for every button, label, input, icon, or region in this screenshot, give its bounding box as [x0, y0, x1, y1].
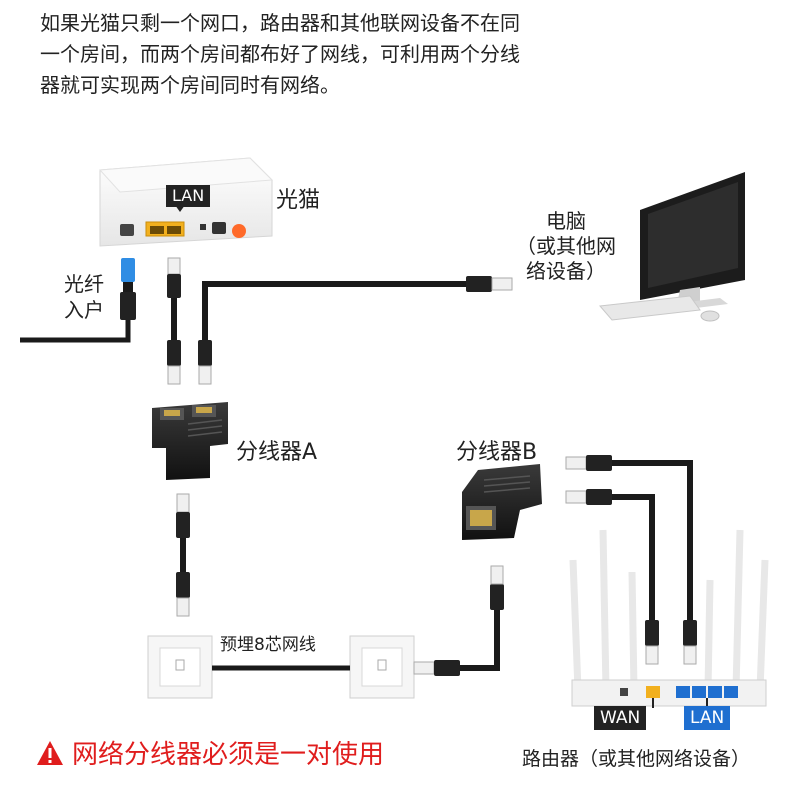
- warning-banner: 网络分线器必须是一对使用: [36, 734, 384, 771]
- splitter-b-label: 分线器B: [456, 440, 538, 465]
- computer-label-line-1: 电脑: [546, 209, 586, 233]
- splitter-a-label: 分线器A: [236, 440, 318, 465]
- intro-line-3: 器就可实现两个房间同时有网络。: [40, 73, 340, 97]
- fiber-label-line-1: 光纤: [64, 272, 104, 296]
- warning-triangle-icon: [37, 740, 63, 765]
- wall-plate-left: [147, 635, 213, 699]
- splitter-b-cable: [413, 565, 504, 676]
- splitter-a-cable: [176, 493, 190, 617]
- intro-text: 如果光猫只剩一个网口，路由器和其他联网设备不在同 一个房间，而两个房间都布好了网…: [40, 8, 640, 101]
- modem-lan-tag: LAN: [166, 185, 211, 207]
- router-label: 路由器（或其他网络设备）: [522, 748, 751, 770]
- fiber-label-line-2: 入户: [64, 298, 104, 322]
- embedded-cable-label: 预埋8芯网线: [220, 635, 316, 655]
- intro-line-2: 一个房间，而两个房间都布好了网线，可利用两个分线: [40, 42, 520, 66]
- fiber-cable: [20, 258, 136, 343]
- router: [569, 529, 769, 708]
- intro-line-1: 如果光猫只剩一个网口，路由器和其他联网设备不在同: [40, 11, 520, 35]
- computer: [599, 172, 745, 322]
- modem-cables: [167, 257, 513, 385]
- splitter-a: [152, 402, 228, 480]
- modem-label: 光猫: [276, 188, 321, 213]
- computer-label-line-2: （或其他网: [516, 234, 616, 258]
- warning-text: 网络分线器必须是一对使用: [72, 740, 385, 770]
- wall-plate-right: [349, 635, 415, 699]
- computer-label-line-3: 络设备）: [526, 259, 606, 283]
- router-lan-tag: LAN: [684, 706, 731, 730]
- router-wan-tag: WAN: [594, 706, 647, 730]
- router-cables: [565, 455, 697, 665]
- splitter-b: [462, 464, 542, 540]
